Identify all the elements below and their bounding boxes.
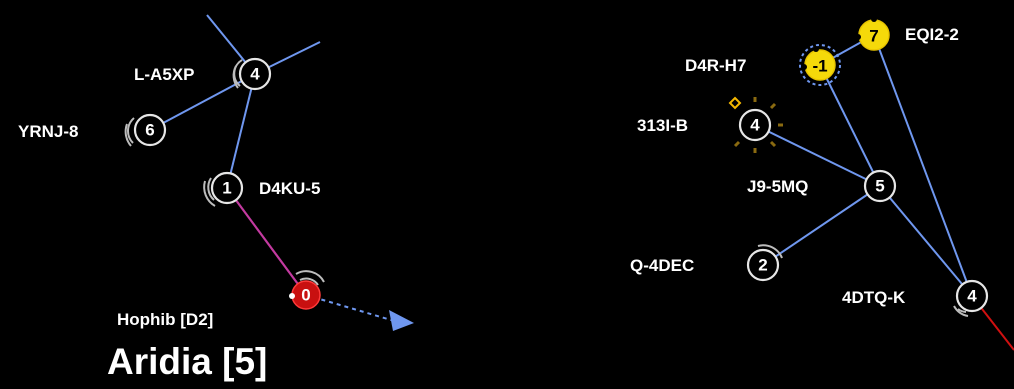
gate-link <box>879 185 973 297</box>
system-label: J9-5MQ <box>747 177 808 196</box>
marker-dot <box>871 16 877 22</box>
direction-arrow-icon <box>389 310 414 331</box>
system-label: D4R-H7 <box>685 56 746 75</box>
marker-dot <box>801 64 807 70</box>
gate-link <box>762 185 881 266</box>
system-node-q-4dec[interactable]: 2 <box>746 244 783 282</box>
diamond-icon <box>728 96 742 110</box>
marker-dot <box>855 34 861 40</box>
system-label: EQI2-2 <box>905 25 959 44</box>
security-status: 1 <box>222 179 231 198</box>
system-label: YRNJ-8 <box>18 122 78 141</box>
system-label: Q-4DEC <box>630 256 694 275</box>
region-name: Aridia [5] <box>107 341 267 382</box>
gate-link <box>226 73 256 189</box>
incursion-indicator-icon <box>733 97 783 153</box>
security-status: 4 <box>250 65 260 84</box>
security-status: 0 <box>301 286 310 305</box>
system-label: D4KU-5 <box>259 179 320 198</box>
route-link <box>226 187 307 296</box>
system-node-4dtq-k[interactable]: 4 <box>953 279 989 317</box>
security-status: 5 <box>875 177 884 196</box>
security-status: 2 <box>758 256 767 275</box>
system-node-d4ku-5[interactable]: 1 <box>203 171 244 207</box>
marker-dot <box>813 46 819 52</box>
system-node-l-a5xp[interactable]: 4 <box>232 57 272 91</box>
system-label: L-A5XP <box>134 65 194 84</box>
system-node-hophib[interactable]: 0 <box>289 270 325 310</box>
system-node-yrnj-8[interactable]: 6 <box>124 113 167 147</box>
security-status: -1 <box>812 57 827 76</box>
security-status: 7 <box>869 27 878 46</box>
system-label: 4DTQ-K <box>842 288 906 307</box>
security-status: 6 <box>145 121 154 140</box>
system-node-d4r-h7[interactable]: -1 <box>799 44 841 86</box>
system-node-eqi2-2[interactable]: 7 <box>855 16 890 51</box>
current-location-marker <box>289 293 295 299</box>
gate-link <box>873 34 973 297</box>
gate-link <box>754 124 881 187</box>
security-status: 4 <box>750 116 760 135</box>
security-status: 4 <box>967 287 977 306</box>
system-label: Hophib [D2] <box>117 310 213 329</box>
system-node-313i-b[interactable]: 4 <box>728 96 783 153</box>
system-label: 313I-B <box>637 116 688 135</box>
system-node-j9-5mq[interactable]: 5 <box>863 169 897 203</box>
gate-link <box>819 64 881 187</box>
